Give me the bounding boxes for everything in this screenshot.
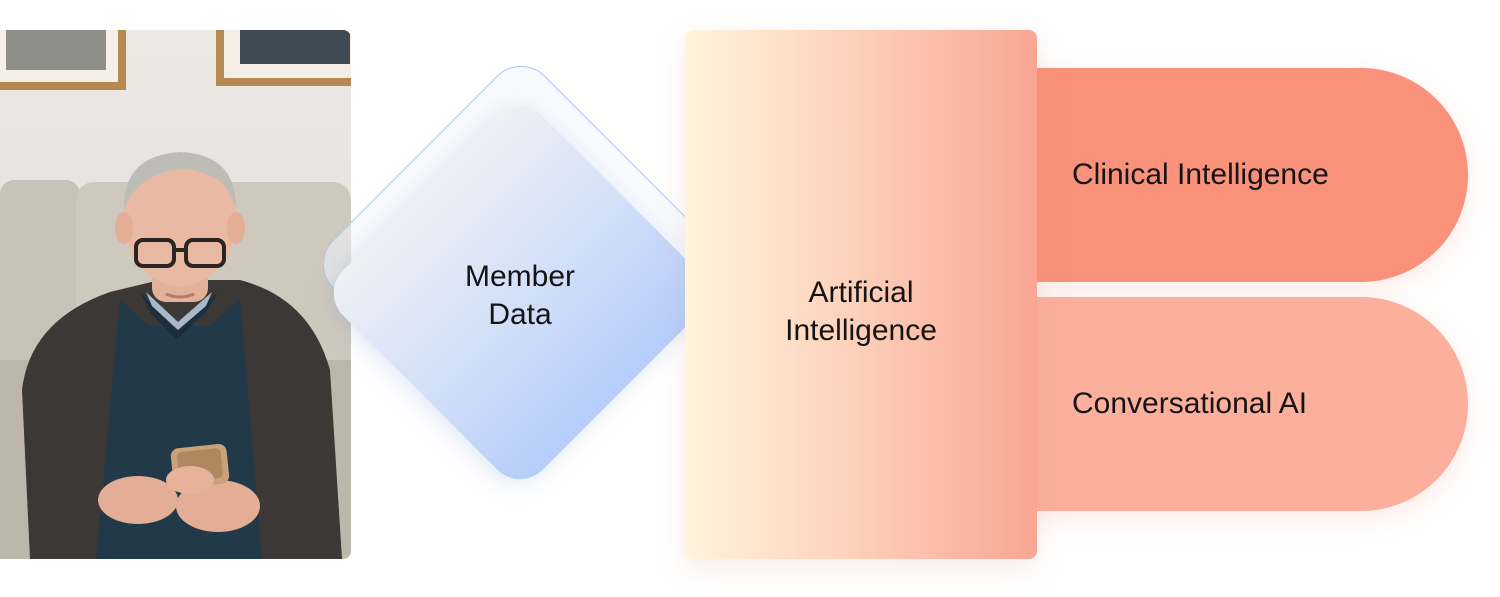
ai-label-line2: Intelligence xyxy=(785,314,937,347)
member-data-label-line1: Member xyxy=(464,260,576,293)
picture-frame-left xyxy=(0,30,126,90)
clinical-intelligence-label: Clinical Intelligence xyxy=(1072,158,1329,191)
ai-label-line1: Artificial xyxy=(808,276,914,309)
conversational-ai-pill: Conversational AI xyxy=(1000,297,1468,511)
man-using-phone-photo xyxy=(0,30,351,559)
conversational-ai-label: Conversational AI xyxy=(1072,387,1308,420)
artificial-intelligence-label: Artificial Intelligence xyxy=(685,274,1037,350)
member-data-label: Member Data xyxy=(420,258,620,334)
clinical-intelligence-pill: Clinical Intelligence xyxy=(1000,68,1468,282)
member-data-label-line2: Data xyxy=(488,298,552,331)
artificial-intelligence-panel: Artificial Intelligence xyxy=(685,30,1037,559)
picture-frame-right xyxy=(216,30,351,86)
